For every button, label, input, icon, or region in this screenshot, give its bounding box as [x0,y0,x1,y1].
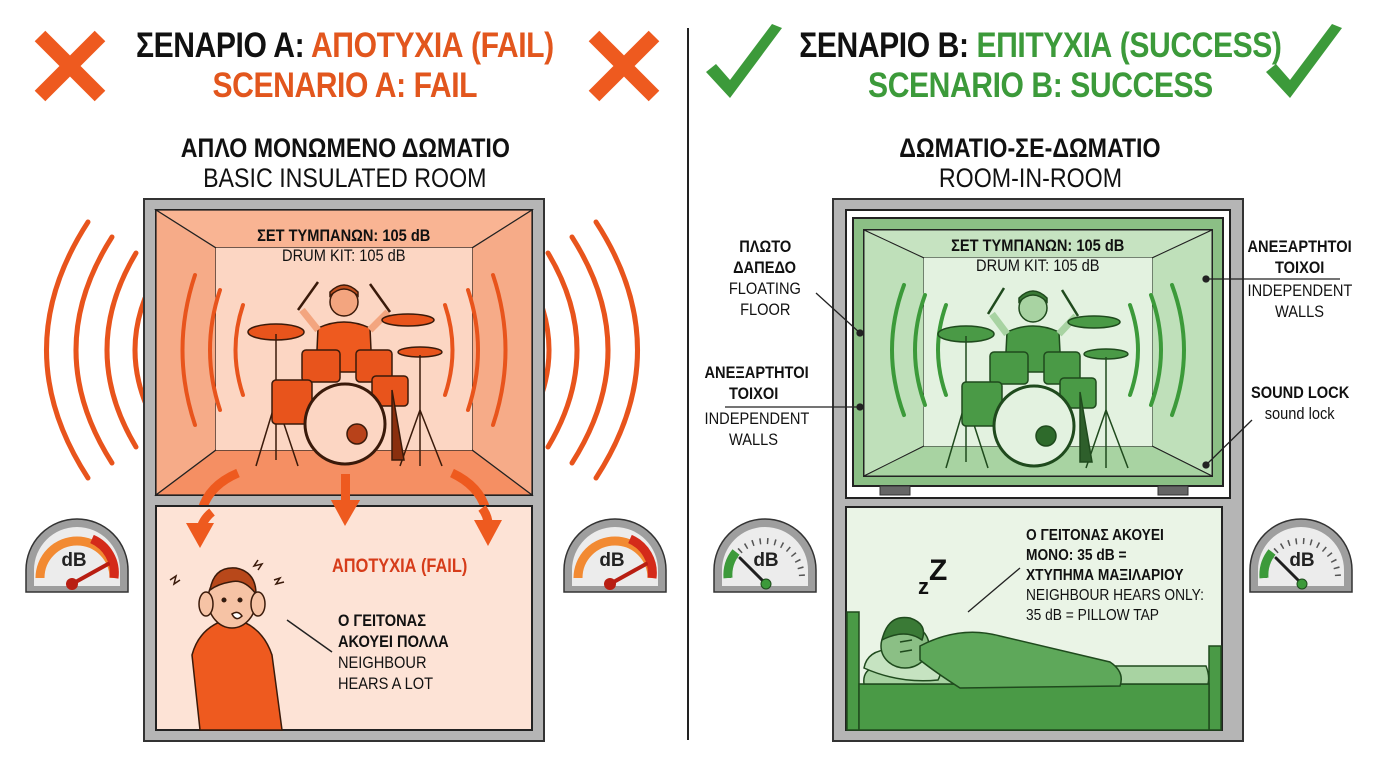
drum-kit [247,313,443,467]
cross-icon [34,30,106,102]
drum-label-en: DRUM KIT: 105 dB [976,256,1100,275]
db-meter-low-icon: dB [713,518,817,593]
callout-lines [725,275,1340,469]
svg-text:dB: dB [1289,550,1314,571]
scenario-b-illustration [725,198,1340,742]
neighbour-en-line1: NEIGHBOUR [338,653,427,672]
scenario-a-title-prefix: ΣΕΝΑΡΙΟ Α: [136,26,312,65]
scenario-a-title-status: ΑΠΟΤΥΧΙΑ (FAIL) [311,26,554,65]
bed-sleeping-neighbour [846,611,1222,731]
drum-label-en: DRUM KIT: 105 dB [282,246,406,265]
neighbour-en-line2: HEARS A LOT [338,674,434,693]
checkmark-icon [1266,24,1342,98]
db-meter-low-icon: dB [1249,518,1353,593]
scenario-b-title-prefix: ΣΕΝΑΡΙΟ Β: [799,26,977,65]
scenario-a-illustration [44,198,640,742]
scared-neighbour-figure [169,559,333,731]
scenario-a-neighbour-text: Ο ΓΕΙΤΟΝΑΣ ΑΚΟΥΕΙ ΠΟΛΛΑ NEIGHBOUR HEARS … [338,610,508,694]
scenario-b-title: ΣΕΝΑΡΙΟ Β: ΕΠΙΤΥΧΙΑ (SUCCESS) SCENARIO B… [760,26,1320,106]
neighbour-gr-line2: ΑΚΟΥΕΙ ΠΟΛΛΑ [338,632,449,651]
scenario-a-title: ΣΕΝΑΡΙΟ Α: ΑΠΟΤΥΧΙΑ (FAIL) SCENARIO A: F… [100,26,590,106]
callout-independent-walls-left: ΑΝΕΞΑΡΤΗΤΟΙ ΤΟΙΧΟΙ INDEPENDENT WALLS [704,363,810,449]
drum-label-gr: ΣΕΤ ΤΥΜΠΑΝΩΝ: 105 dB [951,236,1125,255]
callout-sound-lock: SOUND LOCK sound lock [1250,383,1350,423]
drum-kit [937,315,1129,469]
neighbour-gr-line1: Ο ΓΕΙΤΟΝΑΣ [338,611,426,630]
room-title-gr: ΑΠΛΟ ΜΟΝΩΜΕΝΟ ΔΩΜΑΤΙΟ [180,133,510,163]
scenario-a-room-title: ΑΠΛΟ ΜΟΝΩΜΕΝΟ ΔΩΜΑΤΙΟ BASIC INSULATED RO… [140,133,550,193]
svg-text:dB: dB [753,550,778,571]
sound-waves-left [44,219,163,481]
callout-independent-walls-right: ΑΝΕΞΑΡΤΗΤΟΙ ΤΟΙΧΟΙ INDEPENDENT WALLS [1247,237,1353,321]
drum-label-gr: ΣΕΤ ΤΥΜΠΑΝΩΝ: 105 dB [257,226,431,245]
cross-icon [588,30,660,102]
fail-label: ΑΠΟΤΥΧΙΑ (FAIL) [332,556,468,577]
svg-text:dB: dB [599,550,624,571]
room-title-en: ROOM-IN-ROOM [938,163,1122,193]
scenario-a-drum-label: ΣΕΤ ΤΥΜΠΑΝΩΝ: 105 dB DRUM KIT: 105 dB [216,226,472,266]
scenario-b-room-title: ΔΩΜΑΤΙΟ-ΣΕ-ΔΩΜΑΤΙΟ ROOM-IN-ROOM [830,133,1230,193]
sound-waves-right [521,219,640,481]
checkmark-icon [706,24,782,98]
scenario-b-neighbour-text: Ο ΓΕΙΤΟΝΑΣ ΑΚΟΥΕΙ ΜΟΝΟ: 35 dB = ΧΤΥΠΗΜΑ … [1026,527,1204,624]
room-title-gr: ΔΩΜΑΤΙΟ-ΣΕ-ΔΩΜΑΤΙΟ [899,133,1161,163]
scenario-b-title-en: SCENARIO B: SUCCESS [867,66,1213,105]
room-title-en: BASIC INSULATED ROOM [203,163,487,193]
svg-text:dB: dB [61,550,86,571]
scenario-a-title-en: SCENARIO A: FAIL [212,66,478,105]
scenario-b-title-status: ΕΠΙΤΥΧΙΑ (SUCCESS) [976,26,1282,65]
callout-floating-floor: ΠΛΩΤΟ ΔΑΠΕΔΟ FLOATING FLOOR [728,237,802,319]
scenario-divider [687,28,689,740]
db-meter-high-icon: dB [25,518,129,593]
sleep-zz-label: zZ [918,554,948,599]
scenario-b-drum-label: ΣΕΤ ΤΥΜΠΑΝΩΝ: 105 dB DRUM KIT: 105 dB [924,236,1152,276]
db-meter-high-icon: dB [563,518,667,593]
